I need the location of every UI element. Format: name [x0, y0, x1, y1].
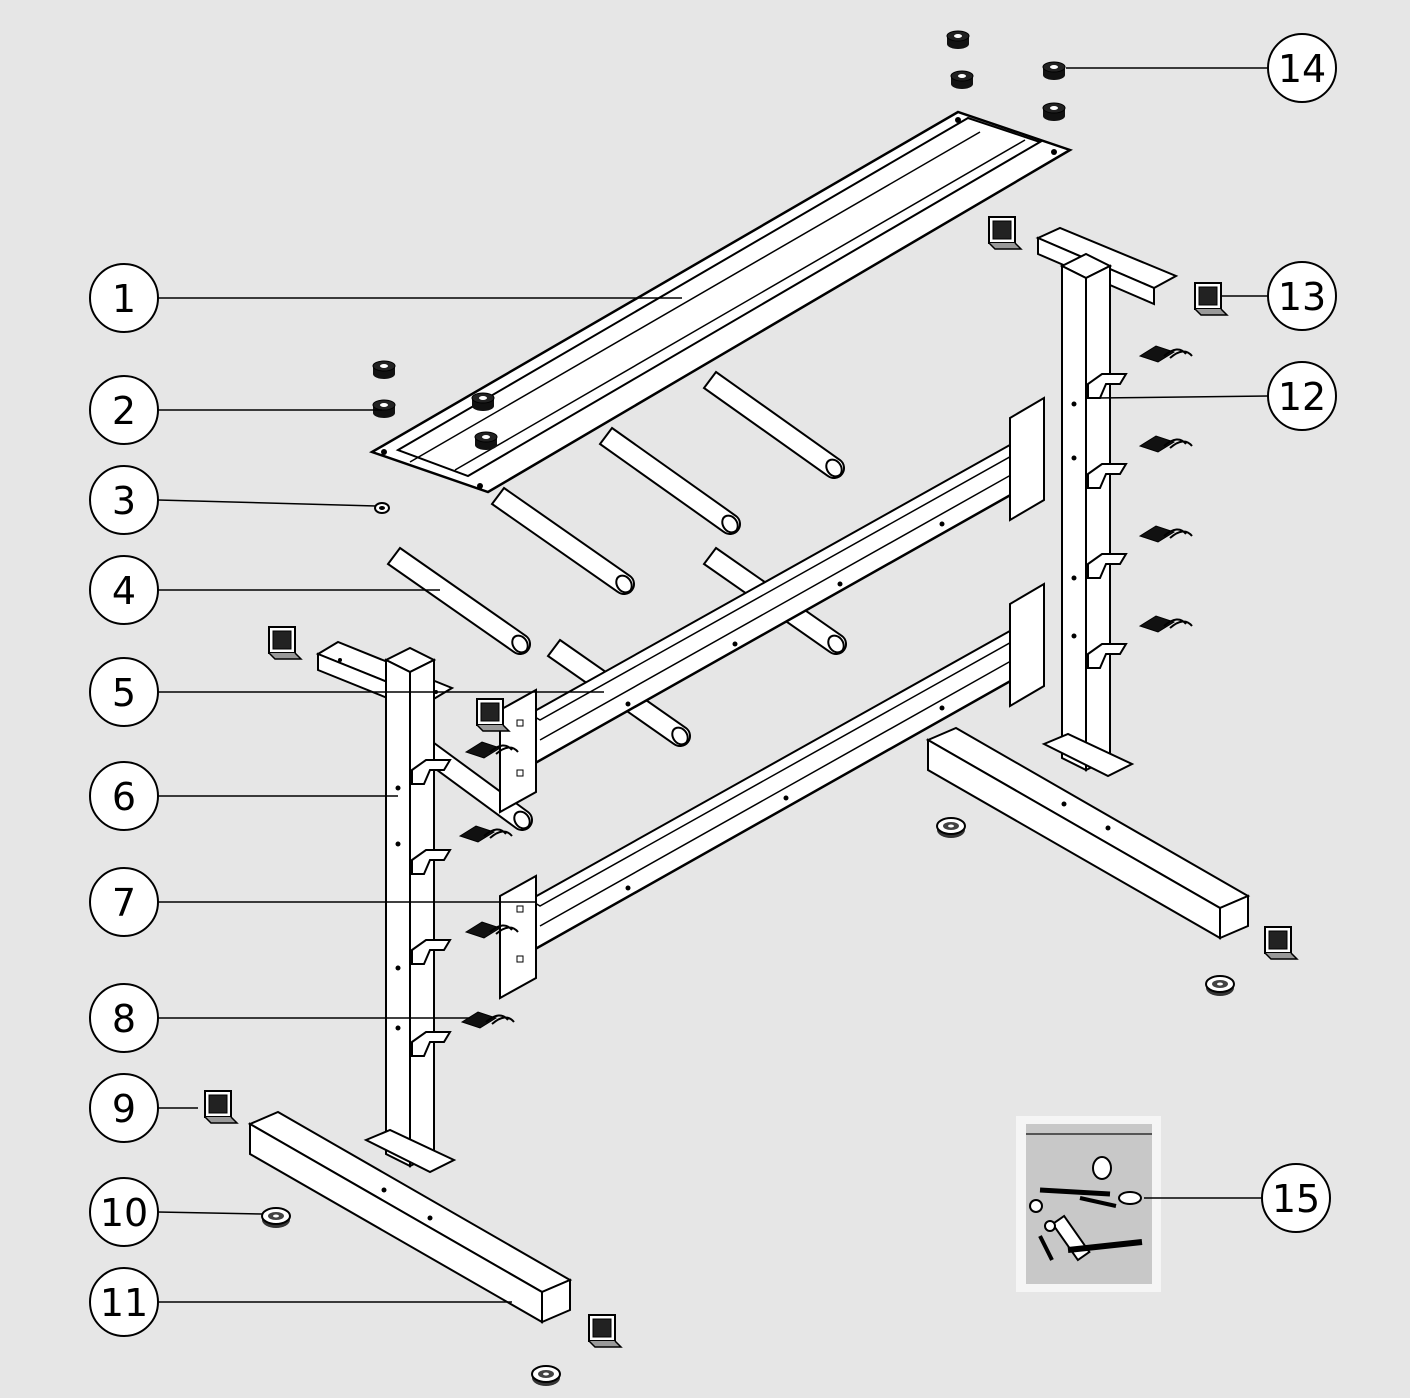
svg-text:7: 7 [112, 881, 136, 925]
callout-1: 1 [89, 263, 159, 333]
callout-4: 4 [89, 555, 159, 625]
callout-2: 2 [89, 375, 159, 445]
callout-3: 3 [89, 465, 159, 535]
svg-text:14: 14 [1278, 47, 1326, 91]
svg-text:15: 15 [1272, 1177, 1320, 1221]
callout-7: 7 [89, 867, 159, 937]
left-upright [268, 626, 515, 1174]
svg-text:5: 5 [112, 671, 136, 715]
svg-text:8: 8 [112, 997, 136, 1041]
callout-13: 13 [1267, 261, 1337, 331]
callout-11: 11 [89, 1267, 159, 1337]
right-foot-bar [925, 726, 1298, 997]
callouts: 1 2 3 4 5 6 7 8 [89, 33, 1337, 1337]
callout-10: 10 [89, 1177, 159, 1247]
svg-text:12: 12 [1278, 375, 1326, 419]
top-tray [369, 110, 1073, 494]
svg-text:11: 11 [100, 1281, 148, 1325]
callout-12: 12 [1267, 361, 1337, 431]
tray-bumpers [946, 30, 1066, 122]
svg-text:9: 9 [112, 1087, 136, 1131]
washer [374, 502, 390, 514]
svg-text:10: 10 [100, 1191, 148, 1235]
leader-lines [157, 67, 1269, 1303]
lower-crossbar [465, 582, 1045, 1000]
callout-8: 8 [89, 983, 159, 1053]
svg-text:13: 13 [1278, 275, 1326, 319]
hardware-bag [1016, 1116, 1161, 1292]
upper-crossbar [465, 396, 1045, 814]
callout-9: 9 [89, 1073, 159, 1143]
callout-15: 15 [1261, 1163, 1331, 1233]
right-upright [988, 216, 1228, 778]
callout-14: 14 [1267, 33, 1337, 103]
svg-text:4: 4 [112, 569, 136, 613]
svg-text:3: 3 [112, 479, 136, 523]
left-foot-bar [204, 1090, 622, 1387]
callout-6: 6 [89, 761, 159, 831]
svg-text:1: 1 [112, 277, 136, 321]
svg-text:2: 2 [112, 389, 136, 433]
svg-text:6: 6 [112, 775, 136, 819]
callout-5: 5 [89, 657, 159, 727]
